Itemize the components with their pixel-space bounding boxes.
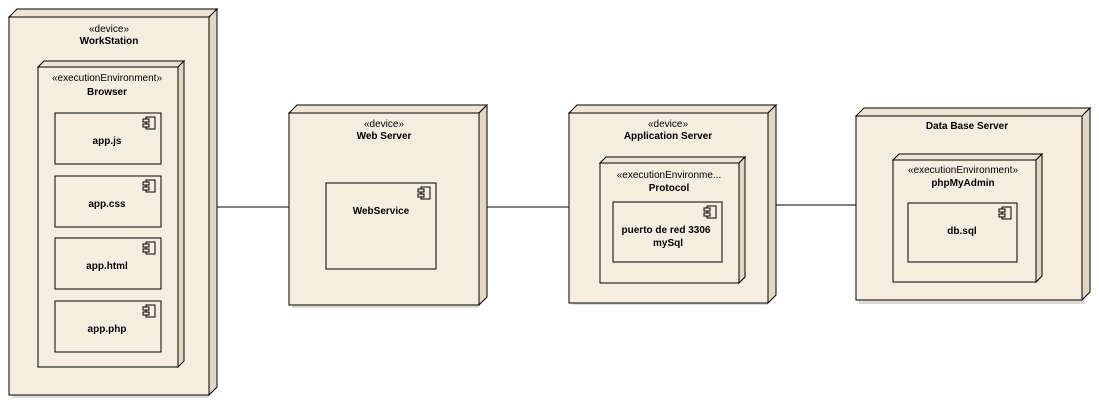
node-web-server[interactable]: «device» Web Server WebService — [287, 103, 489, 308]
dbserver-name: Data Base Server — [926, 121, 1008, 132]
env-browser[interactable]: «executionEnvironment» Browser app.js — [36, 59, 186, 369]
browser-name: Browser — [87, 87, 127, 98]
env-protocol[interactable]: «executionEnvironme... Protocol puerto d… — [598, 155, 747, 285]
browser-stereotype: «executionEnvironment» — [52, 73, 163, 84]
component-icon — [998, 206, 1012, 220]
node-application-server[interactable]: «device» Application Server «executionEn… — [567, 103, 778, 305]
component-label: app.html — [86, 261, 128, 272]
phpmyadmin-stereotype: «executionEnvironment» — [908, 165, 1019, 176]
appserver-stereotype: «device» — [648, 119, 688, 130]
component-icon — [142, 241, 156, 255]
component-icon — [142, 179, 156, 193]
protocol-name: Protocol — [649, 183, 690, 194]
component-label: WebService — [353, 206, 410, 217]
component-label: app.php — [88, 324, 127, 335]
component-label: app.js — [93, 136, 122, 147]
workstation-name: WorkStation — [80, 36, 139, 47]
component-app-html[interactable]: app.html — [54, 237, 162, 290]
webserver-name: Web Server — [357, 131, 412, 142]
env-phpmyadmin[interactable]: «executionEnvironment» phpMyAdmin db.sql — [891, 152, 1044, 284]
component-webservice[interactable]: WebService — [325, 182, 437, 270]
component-label-line-2: mySql — [653, 238, 683, 249]
component-icon — [142, 304, 156, 318]
component-label: app.css — [88, 199, 126, 210]
webserver-stereotype: «device» — [364, 119, 404, 130]
component-db-sql[interactable]: db.sql — [907, 202, 1018, 263]
protocol-stereotype: «executionEnvironme... — [617, 170, 722, 181]
component-icon — [417, 186, 431, 200]
component-label-line-1: puerto de red 3306 — [622, 225, 711, 236]
node-workstation[interactable]: «device» WorkStation «executionEnvironme… — [7, 7, 219, 398]
component-app-css[interactable]: app.css — [54, 175, 162, 228]
component-app-php[interactable]: app.php — [54, 300, 162, 353]
component-icon — [142, 116, 156, 130]
component-icon — [703, 205, 717, 219]
phpmyadmin-name: phpMyAdmin — [931, 178, 994, 189]
node-database-server[interactable]: Data Base Server «executionEnvironment» … — [854, 106, 1092, 304]
workstation-stereotype: «device» — [89, 24, 129, 35]
component-label: db.sql — [947, 226, 977, 237]
component-puerto-mysql[interactable]: puerto de red 3306 mySql — [612, 201, 723, 263]
component-app-js[interactable]: app.js — [54, 112, 162, 165]
appserver-name: Application Server — [624, 131, 712, 142]
